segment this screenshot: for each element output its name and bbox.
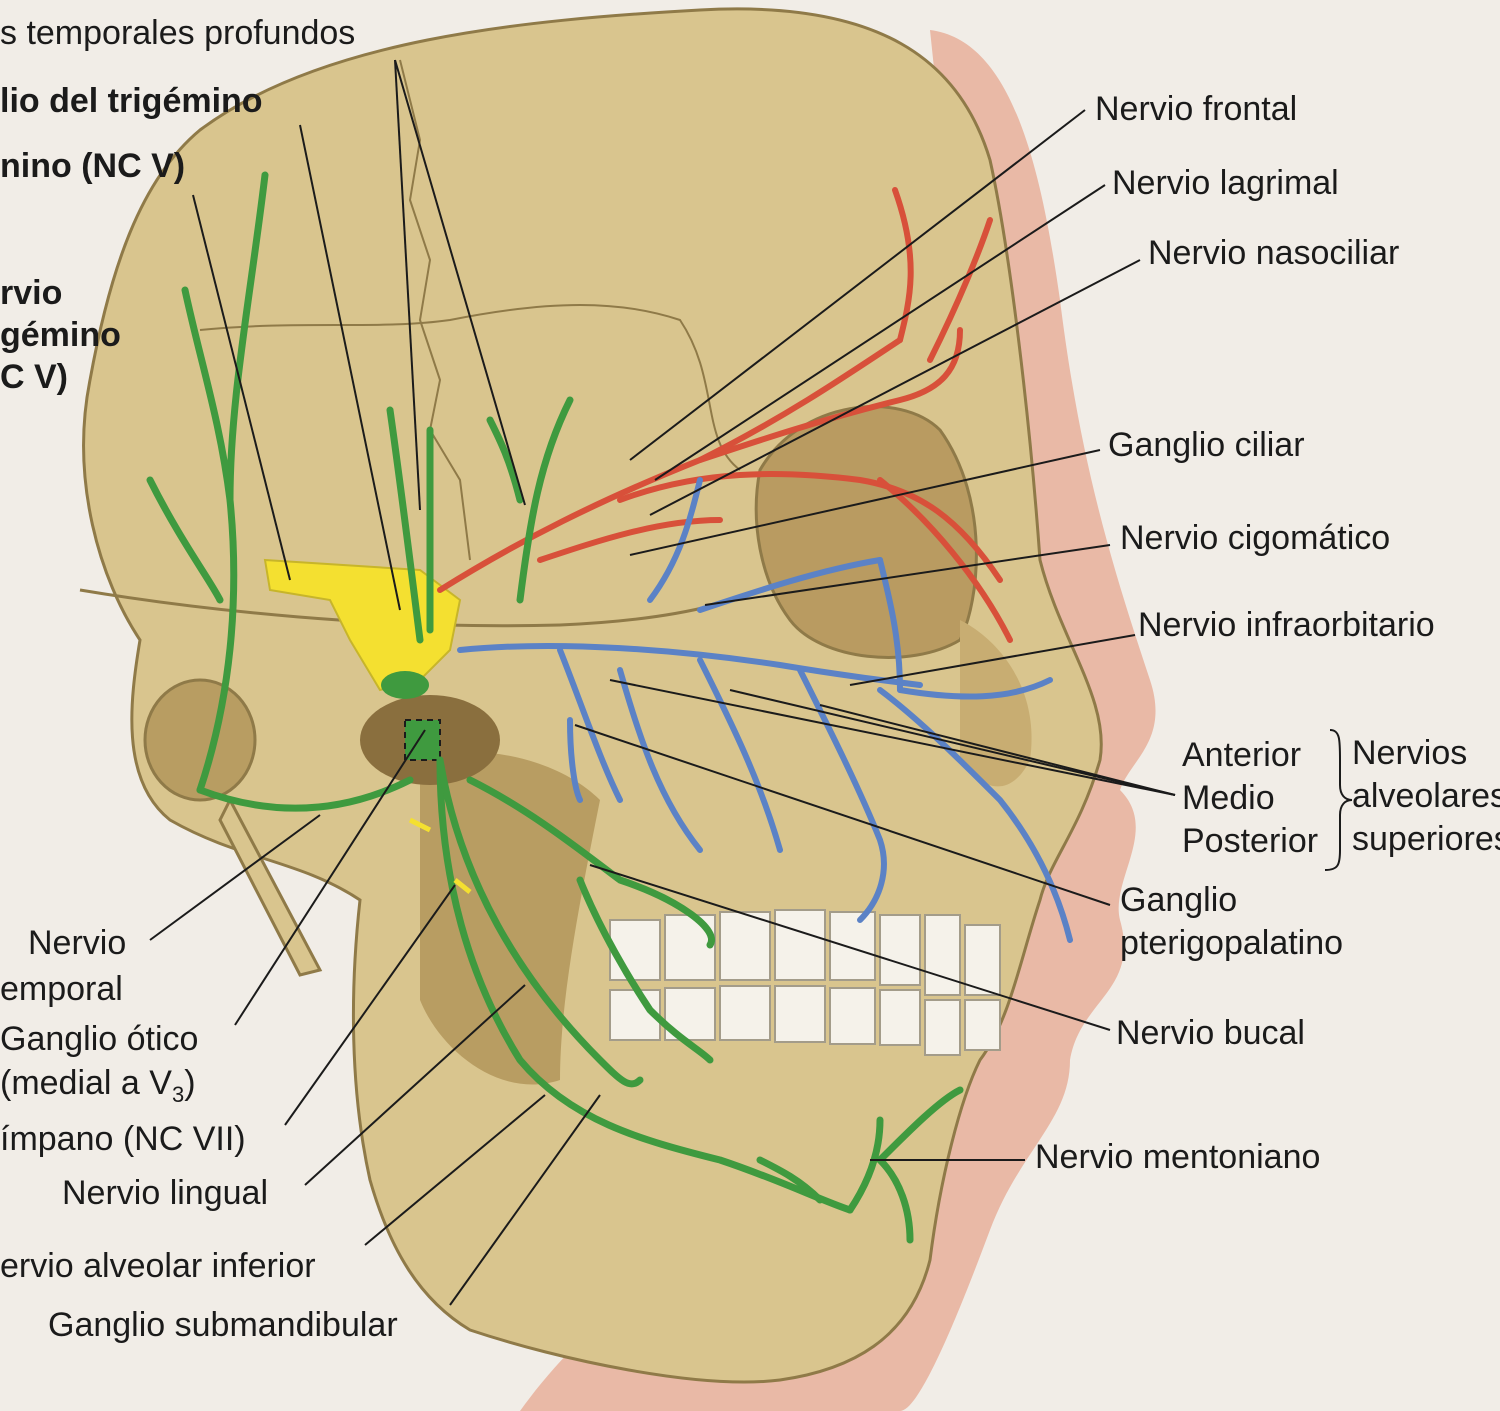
- label-trigemino-nc: nino (NC V): [0, 147, 186, 185]
- label-nervio-bucal: Nervio bucal: [1116, 1014, 1305, 1052]
- label-ganglio-ciliar: Ganglio ciliar: [1108, 426, 1305, 464]
- label-nervio-temporal-2: emporal: [0, 970, 123, 1008]
- label-ganglio-pterigopalatino-1: Ganglio: [1120, 881, 1238, 919]
- orbit: [754, 405, 978, 659]
- label-ganglio-submandibular: Ganglio submandibular: [48, 1306, 398, 1344]
- chorda-tympani: [408, 817, 472, 894]
- label-timpano: ímpano (NC VII): [0, 1120, 246, 1158]
- label-nervio-frontal: Nervio frontal: [1095, 90, 1298, 128]
- label-nervio-trigemino-1: rvio: [0, 274, 63, 312]
- label-nervio-trigemino-3: C V): [0, 358, 68, 396]
- label-nervio-nasociliar: Nervio nasociliar: [1148, 234, 1400, 272]
- label-posterior: Posterior: [1182, 822, 1319, 860]
- label-nervio-infraorbitario: Nervio infraorbitario: [1138, 606, 1435, 644]
- leader-lines: [149, 59, 1176, 1306]
- label-ganglio-trigemino: lio del trigémino: [0, 82, 263, 120]
- coronal-suture: [399, 59, 471, 561]
- otic-ganglion-dashed: [404, 719, 441, 761]
- alveolar-brace: [1324, 729, 1353, 871]
- maxillary-nerve-v2: [457, 477, 1073, 943]
- lower-teeth: [609, 985, 1001, 1056]
- upper-teeth: [609, 909, 1001, 996]
- label-nervio-temporal-1: Nervio: [28, 924, 127, 962]
- label-nervio-lagrimal: Nervio lagrimal: [1112, 164, 1339, 202]
- mandibular-nerve-v3: [146, 171, 964, 1244]
- label-alveolares-3: superiores: [1352, 820, 1500, 858]
- label-nervio-mentoniano: Nervio mentoniano: [1035, 1138, 1321, 1176]
- label-alveolares-2: alveolares: [1352, 777, 1500, 815]
- label-nervio-trigemino-2: gémino: [0, 316, 121, 354]
- label-ganglio-pterigopalatino-2: pterigopalatino: [1120, 924, 1344, 962]
- label-ganglio-otico-1: Ganglio ótico: [0, 1020, 199, 1058]
- label-nervio-lingual: Nervio lingual: [62, 1174, 268, 1212]
- label-nervio-cigomatico: Nervio cigomático: [1120, 519, 1391, 557]
- label-alveolares-1: Nervios: [1352, 734, 1468, 772]
- otic-ganglion: [381, 671, 429, 699]
- label-anterior: Anterior: [1182, 736, 1302, 774]
- label-ganglio-otico-2: (medial a V3): [0, 1064, 196, 1107]
- label-temporales-profundos: s temporales profundos: [0, 14, 356, 52]
- label-alveolar-inferior: ervio alveolar inferior: [0, 1247, 316, 1285]
- mastoid: [143, 678, 257, 802]
- label-medio: Medio: [1182, 779, 1275, 817]
- ophthalmic-nerve-v1: [437, 187, 1013, 643]
